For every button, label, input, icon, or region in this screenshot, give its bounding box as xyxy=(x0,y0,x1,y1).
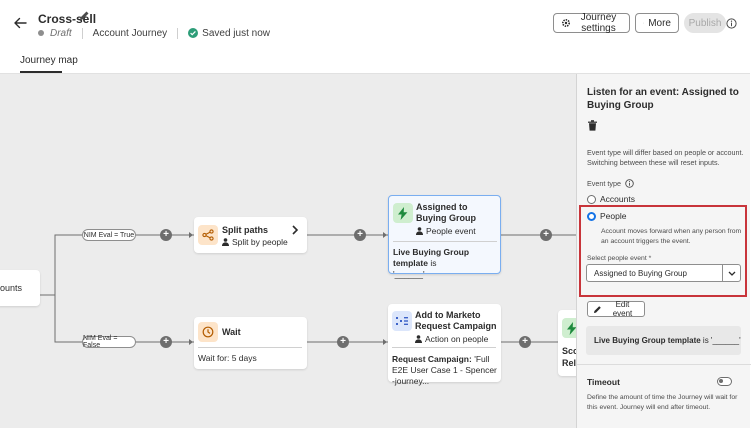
event-type-label-text: Event type xyxy=(587,179,621,188)
info-icon[interactable] xyxy=(726,18,737,29)
pencil-icon[interactable] xyxy=(78,10,90,22)
wait-node-body: Wait for: 5 days xyxy=(198,353,257,363)
journey-settings-label: Journey settings xyxy=(580,12,617,34)
start-node-label: ounts xyxy=(0,283,23,293)
divider xyxy=(177,27,179,39)
journey-meta: Draft Account Journey Saved just now xyxy=(38,27,270,39)
gear-icon xyxy=(561,18,571,28)
action-node-title: Add to Marketo Request Campaign xyxy=(415,310,497,331)
event-node-assigned-to-buying-group[interactable]: Assigned to Buying Group People event Li… xyxy=(388,195,501,279)
person-icon xyxy=(416,227,423,235)
event-condition-summary: Live Buying Group template is '______' xyxy=(586,326,741,355)
add-step-button[interactable]: + xyxy=(519,336,531,348)
split-paths-title: Split paths xyxy=(222,225,269,235)
event-node-title: Assigned to Buying Group xyxy=(416,202,476,223)
person-icon xyxy=(222,238,229,246)
event-condition-value: '______' xyxy=(393,269,425,279)
tab-journey-map[interactable]: Journey map xyxy=(20,55,78,66)
condition-field: Live Buying Group template xyxy=(594,336,701,345)
journey-settings-button[interactable]: Journey settings xyxy=(553,12,630,34)
action-node-subtitle: Action on people xyxy=(415,334,488,344)
score-node-subtitle: Rela... xyxy=(562,358,589,369)
action-node-body: Request Campaign: 'Full E2E User Case 1 … xyxy=(392,354,498,386)
event-node-condition: Live Buying Group template is '______' xyxy=(393,247,499,280)
edit-icon xyxy=(594,305,601,313)
event-node-subtitle: People event xyxy=(416,226,476,236)
checkmark-circle-icon xyxy=(188,28,199,38)
chevron-down-icon xyxy=(728,271,735,276)
radio-people[interactable] xyxy=(587,212,596,221)
action-body-label: Request Campaign: xyxy=(392,354,472,364)
select-label-text: Select people event xyxy=(587,255,647,262)
timeout-description: Define the amount of time the Journey wi… xyxy=(587,394,738,411)
people-description: Account moves forward when any person fr… xyxy=(601,228,742,245)
publish-button[interactable]: Publish xyxy=(684,13,726,33)
score-node-title: Scor... xyxy=(562,346,589,357)
properties-panel: Listen for an event: Assigned to Buying … xyxy=(576,74,751,428)
action-body-value: 'Full E2E User Case 1 - Spencer -journey… xyxy=(392,354,497,386)
select-dropdown-button[interactable] xyxy=(722,265,740,281)
journey-header: Cross-sell Draft Account Journey Saved j… xyxy=(0,0,750,74)
journey-title: Cross-sell xyxy=(38,12,97,26)
split-paths-subtitle-text: Split by people xyxy=(232,237,288,247)
path-condition-true[interactable]: NIM Eval = True xyxy=(82,229,136,241)
add-step-button[interactable]: + xyxy=(337,336,349,348)
path-condition-false[interactable]: NIM Eval = False xyxy=(82,335,136,349)
event-condition-operator: is xyxy=(427,258,437,268)
action-node-marketo-campaign[interactable]: Add to Marketo Request Campaign Action o… xyxy=(388,304,501,386)
campaign-icon xyxy=(392,311,412,331)
radio-people-label[interactable]: People xyxy=(600,211,627,221)
status-badge: Draft xyxy=(50,27,72,39)
trash-icon[interactable] xyxy=(587,120,598,131)
section-divider xyxy=(577,364,751,365)
select-people-event-label: Select people event * xyxy=(587,255,651,262)
divider xyxy=(81,27,83,39)
split-icon xyxy=(198,225,218,245)
chevron-right-icon[interactable] xyxy=(291,225,299,235)
people-event-select[interactable]: Assigned to Buying Group xyxy=(586,264,741,282)
journey-canvas[interactable]: ounts NIM Eval = True NIM Eval = False +… xyxy=(0,74,598,428)
clock-icon xyxy=(198,322,218,342)
action-node-subtitle-text: Action on people xyxy=(425,334,489,344)
event-condition-text: Live Buying Group template is '______' xyxy=(594,336,741,345)
edit-event-button[interactable]: Edit event xyxy=(587,300,645,318)
people-event-value: Assigned to Buying Group xyxy=(594,269,687,278)
edit-event-label: Edit event xyxy=(612,300,633,318)
wait-node[interactable]: Wait Wait for: 5 days xyxy=(194,317,307,369)
timeout-label: Timeout xyxy=(587,377,620,387)
node-divider xyxy=(393,241,497,242)
node-divider xyxy=(198,347,302,348)
event-node-subtitle-text: People event xyxy=(426,226,476,236)
person-icon xyxy=(415,335,422,343)
event-type-label: Event type xyxy=(587,179,634,188)
radio-accounts-label[interactable]: Accounts xyxy=(600,194,635,204)
journey-type: Account Journey xyxy=(92,27,168,39)
lightning-icon xyxy=(393,203,413,223)
add-step-button[interactable]: + xyxy=(160,229,172,241)
people-option-highlight xyxy=(579,205,747,297)
timeout-toggle[interactable] xyxy=(717,377,732,386)
status-dot xyxy=(38,30,44,36)
add-step-button[interactable]: + xyxy=(354,229,366,241)
condition-rest: is '______' xyxy=(700,336,741,345)
split-paths-subtitle: Split by people xyxy=(222,237,288,247)
more-button[interactable]: More xyxy=(635,13,679,33)
add-step-button[interactable]: + xyxy=(160,336,172,348)
tab-indicator xyxy=(20,71,62,73)
radio-accounts[interactable] xyxy=(587,195,596,204)
node-divider xyxy=(392,347,496,348)
event-condition-field: Live Buying Group template xyxy=(393,247,470,268)
required-mark: * xyxy=(648,255,652,262)
info-icon[interactable] xyxy=(625,179,634,188)
wait-node-title: Wait xyxy=(222,327,241,337)
start-node[interactable]: ounts xyxy=(0,270,40,306)
add-step-button[interactable]: + xyxy=(540,229,552,241)
split-paths-node[interactable]: Split paths Split by people xyxy=(194,217,307,253)
panel-description: Event type will differ based on people o… xyxy=(587,148,744,167)
more-dots-icon xyxy=(643,22,645,24)
saved-status: Saved just now xyxy=(202,27,270,39)
more-label: More xyxy=(648,17,671,29)
back-arrow-icon[interactable] xyxy=(12,15,28,31)
panel-title: Listen for an event: Assigned to Buying … xyxy=(587,87,739,111)
